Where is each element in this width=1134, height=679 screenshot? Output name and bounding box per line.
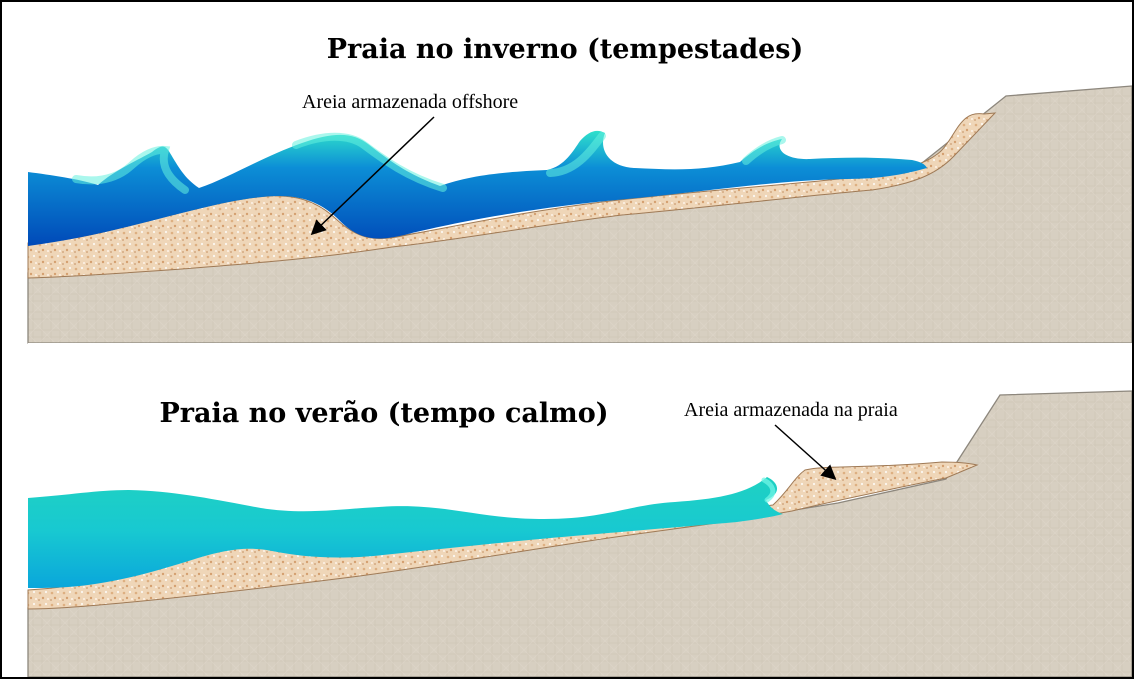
- summer-wave-lip: [761, 477, 776, 503]
- winter-offshore-arrow: [310, 116, 435, 236]
- summer-beach-panel: Praia no verão (tempo calmo) Areia armaz…: [27, 390, 1132, 677]
- winter-offshore-sand-label: Areia armazenada offshore: [302, 91, 518, 113]
- summer-beach-arrow: [774, 424, 837, 481]
- winter-beach-panel: Praia no inverno (tempestades) Areia arm…: [27, 34, 1132, 344]
- summer-wave-water: [28, 477, 783, 588]
- summer-title: Praia no verão (tempo calmo): [159, 398, 608, 429]
- winter-wave-water: [28, 130, 927, 246]
- summer-beach-sand-label: Areia armazenada na praia: [684, 399, 898, 421]
- winter-offshore-sand-layer: [27, 112, 997, 279]
- winter-wave-highlight: [72, 132, 786, 194]
- winter-title: Praia no inverno (tempestades): [327, 34, 803, 65]
